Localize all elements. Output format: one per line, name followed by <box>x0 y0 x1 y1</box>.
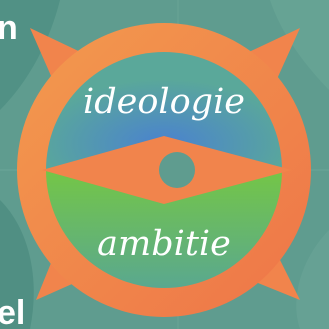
eye-pupil <box>159 152 195 188</box>
background-text-top: n <box>0 9 18 47</box>
background-text-bottom: el <box>0 294 26 329</box>
ambitie-label: ambitie <box>97 224 231 264</box>
emblem-bottom-half <box>46 170 282 288</box>
emblem-top-half <box>46 52 282 170</box>
ideologie-label: ideologie <box>83 82 245 122</box>
